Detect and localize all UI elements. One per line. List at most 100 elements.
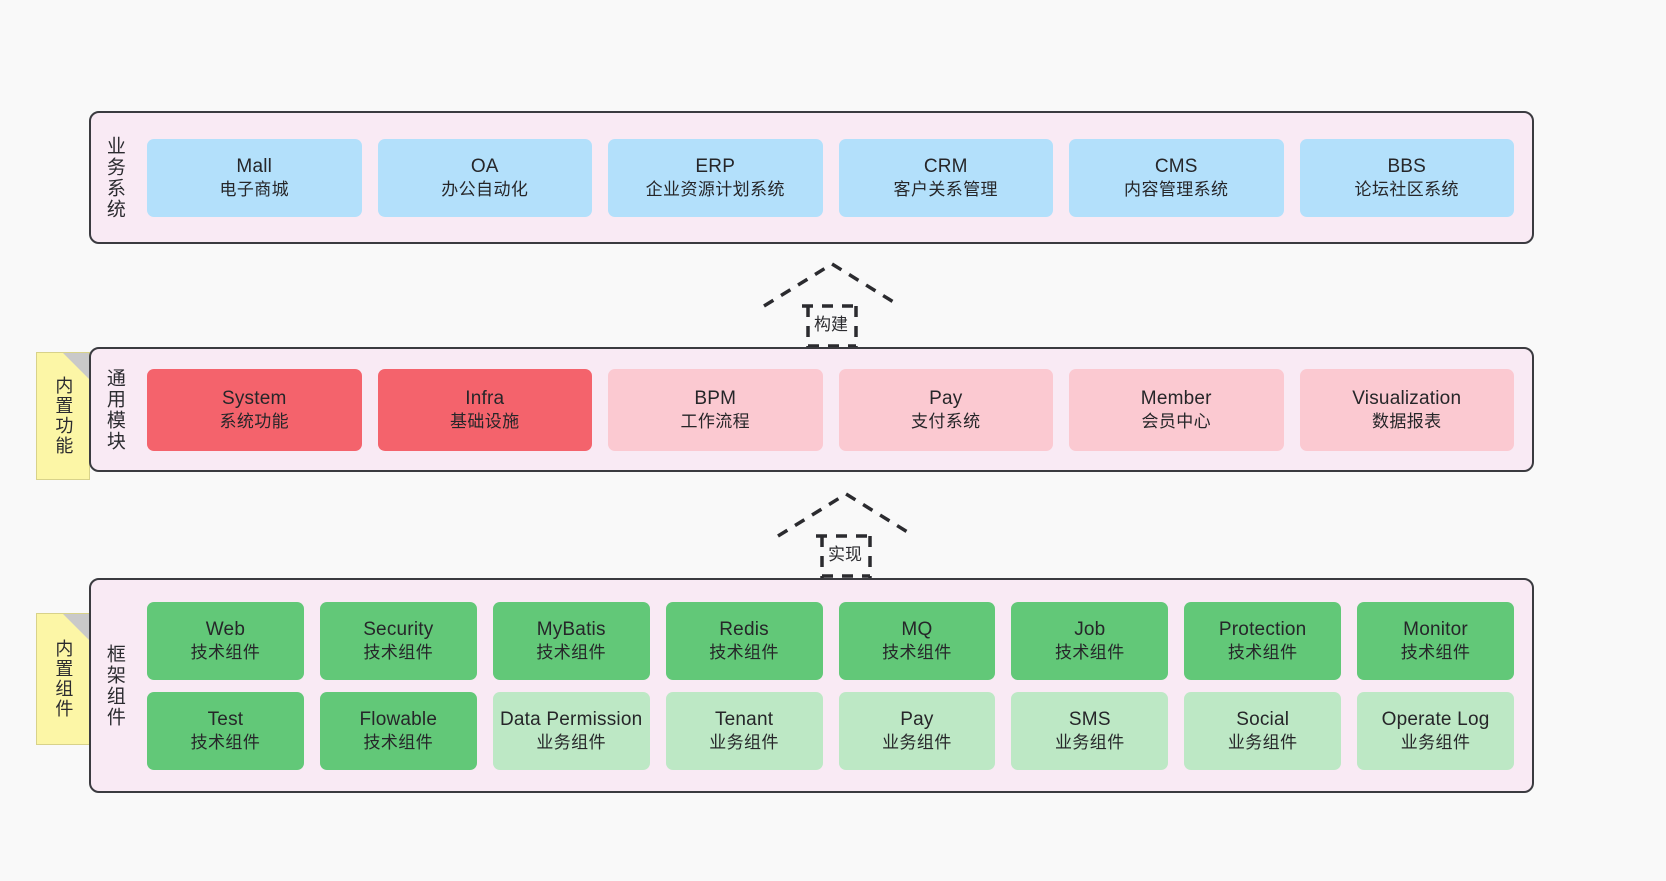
node-social-subtitle: 业务组件 xyxy=(1227,732,1298,752)
node-test-subtitle: 技术组件 xyxy=(190,732,261,752)
node-operate-log-subtitle: 业务组件 xyxy=(1400,732,1471,752)
node-job[interactable]: Job 技术组件 xyxy=(1011,601,1169,680)
node-pay-component[interactable]: Pay 业务组件 xyxy=(838,691,996,770)
node-member-title: Member xyxy=(1140,388,1212,409)
node-mall-title: Mall xyxy=(236,156,273,177)
node-data-permission-title: Data Permission xyxy=(499,709,643,730)
sticky-note-builtin-function-label: 内置功能 xyxy=(53,376,74,456)
connector-implement-arrow-icon xyxy=(777,491,915,578)
node-redis[interactable]: Redis 技术组件 xyxy=(665,601,823,680)
connector-build: 构建 xyxy=(752,258,912,348)
layer-common-modules: 通用模块 System 系统功能 Infra 基础设施 BPM 工作流程 Pay… xyxy=(89,347,1534,472)
node-oa[interactable]: OA 办公自动化 xyxy=(377,138,592,217)
business-systems-node-row: Mall 电子商城 OA 办公自动化 ERP 企业资源计划系统 CRM 客户关系… xyxy=(137,113,1532,242)
node-test[interactable]: Test 技术组件 xyxy=(147,691,304,770)
node-social-title: Social xyxy=(1236,709,1290,730)
node-protection[interactable]: Protection 技术组件 xyxy=(1184,601,1342,680)
layer-framework-components: 框架组件 Web 技术组件 Security 技术组件 MyBatis 技术组件… xyxy=(89,578,1534,793)
node-bpm[interactable]: BPM 工作流程 xyxy=(608,368,823,451)
node-system-title: System xyxy=(221,388,287,409)
node-mq-title: MQ xyxy=(901,619,933,640)
framework-components-row-2: Test 技术组件 Flowable 技术组件 Data Permission … xyxy=(139,691,1522,770)
sticky-note-builtin-function: 内置功能 xyxy=(36,352,90,480)
node-tenant[interactable]: Tenant 业务组件 xyxy=(665,691,823,770)
node-system[interactable]: System 系统功能 xyxy=(147,368,362,451)
node-sms[interactable]: SMS 业务组件 xyxy=(1011,691,1169,770)
node-monitor[interactable]: Monitor 技术组件 xyxy=(1357,601,1514,680)
connector-implement-label: 实现 xyxy=(828,545,862,564)
node-security-title: Security xyxy=(363,619,434,640)
node-erp[interactable]: ERP 企业资源计划系统 xyxy=(608,138,823,217)
node-pay-module[interactable]: Pay 支付系统 xyxy=(838,368,1053,451)
node-social[interactable]: Social 业务组件 xyxy=(1184,691,1342,770)
node-job-subtitle: 技术组件 xyxy=(1055,642,1125,662)
node-visualization-title: Visualization xyxy=(1352,388,1462,409)
node-mall-subtitle: 电子商城 xyxy=(219,179,290,199)
node-erp-subtitle: 企业资源计划系统 xyxy=(645,179,785,199)
sticky-note-builtin-component: 内置组件 xyxy=(36,613,90,745)
node-system-subtitle: 系统功能 xyxy=(219,411,290,431)
node-security[interactable]: Security 技术组件 xyxy=(319,601,477,680)
node-mall[interactable]: Mall 电子商城 xyxy=(147,138,362,217)
node-security-subtitle: 技术组件 xyxy=(363,642,434,662)
node-flowable-title: Flowable xyxy=(359,709,438,730)
node-protection-title: Protection xyxy=(1218,619,1307,640)
node-flowable-subtitle: 技术组件 xyxy=(363,732,434,752)
node-tenant-title: Tenant xyxy=(714,709,774,730)
node-member[interactable]: Member 会员中心 xyxy=(1069,368,1284,451)
node-test-title: Test xyxy=(207,709,244,730)
node-visualization-subtitle: 数据报表 xyxy=(1371,411,1442,431)
sticky-fold-corner-icon xyxy=(63,353,89,379)
connector-implement: 实现 xyxy=(766,488,926,578)
node-job-title: Job xyxy=(1074,619,1106,640)
node-infra[interactable]: Infra 基础设施 xyxy=(377,368,592,451)
node-oa-subtitle: 办公自动化 xyxy=(441,179,529,199)
node-monitor-subtitle: 技术组件 xyxy=(1400,642,1471,662)
node-bbs-subtitle: 论坛社区系统 xyxy=(1354,179,1459,199)
node-erp-title: ERP xyxy=(695,156,736,177)
connector-build-label: 构建 xyxy=(814,315,848,334)
node-monitor-title: Monitor xyxy=(1403,619,1468,640)
connector-build-arrow-icon xyxy=(763,261,901,348)
node-data-permission[interactable]: Data Permission 业务组件 xyxy=(492,691,650,770)
node-flowable[interactable]: Flowable 技术组件 xyxy=(319,691,477,770)
node-protection-subtitle: 技术组件 xyxy=(1227,642,1298,662)
node-data-permission-subtitle: 业务组件 xyxy=(536,732,606,752)
node-mybatis-subtitle: 技术组件 xyxy=(536,642,606,662)
node-cms[interactable]: CMS 内容管理系统 xyxy=(1069,138,1284,217)
node-pay-module-subtitle: 支付系统 xyxy=(910,411,981,431)
node-mq[interactable]: MQ 技术组件 xyxy=(838,601,996,680)
layer-business-systems-caption: 业务系统 xyxy=(103,135,125,220)
layer-common-modules-caption: 通用模块 xyxy=(103,367,125,452)
node-sms-title: SMS xyxy=(1068,709,1111,730)
node-bpm-subtitle: 工作流程 xyxy=(680,411,751,431)
layer-business-systems: 业务系统 Mall 电子商城 OA 办公自动化 ERP 企业资源计划系统 CRM… xyxy=(89,111,1534,244)
node-web-subtitle: 技术组件 xyxy=(190,642,261,662)
node-cms-title: CMS xyxy=(1154,156,1198,177)
node-operate-log[interactable]: Operate Log 业务组件 xyxy=(1357,691,1514,770)
framework-components-grid: Web 技术组件 Security 技术组件 MyBatis 技术组件 Redi… xyxy=(137,580,1532,791)
node-pay-component-title: Pay xyxy=(900,709,934,730)
node-tenant-subtitle: 业务组件 xyxy=(709,732,779,752)
node-member-subtitle: 会员中心 xyxy=(1141,411,1212,431)
sticky-fold-corner-icon xyxy=(63,614,89,640)
framework-components-row-1: Web 技术组件 Security 技术组件 MyBatis 技术组件 Redi… xyxy=(139,601,1522,680)
node-pay-module-title: Pay xyxy=(929,388,963,409)
node-crm[interactable]: CRM 客户关系管理 xyxy=(838,138,1053,217)
node-web[interactable]: Web 技术组件 xyxy=(147,601,304,680)
node-oa-title: OA xyxy=(470,156,499,177)
node-bbs[interactable]: BBS 论坛社区系统 xyxy=(1299,138,1514,217)
node-web-title: Web xyxy=(205,619,246,640)
node-mybatis[interactable]: MyBatis 技术组件 xyxy=(492,601,650,680)
node-infra-title: Infra xyxy=(465,388,505,409)
node-bbs-title: BBS xyxy=(1387,156,1427,177)
node-cms-subtitle: 内容管理系统 xyxy=(1124,179,1229,199)
layer-framework-components-caption: 框架组件 xyxy=(103,643,125,728)
node-crm-title: CRM xyxy=(923,156,968,177)
node-redis-subtitle: 技术组件 xyxy=(709,642,779,662)
node-crm-subtitle: 客户关系管理 xyxy=(893,179,998,199)
node-visualization[interactable]: Visualization 数据报表 xyxy=(1299,368,1514,451)
node-pay-component-subtitle: 业务组件 xyxy=(882,732,952,752)
node-redis-title: Redis xyxy=(719,619,769,640)
